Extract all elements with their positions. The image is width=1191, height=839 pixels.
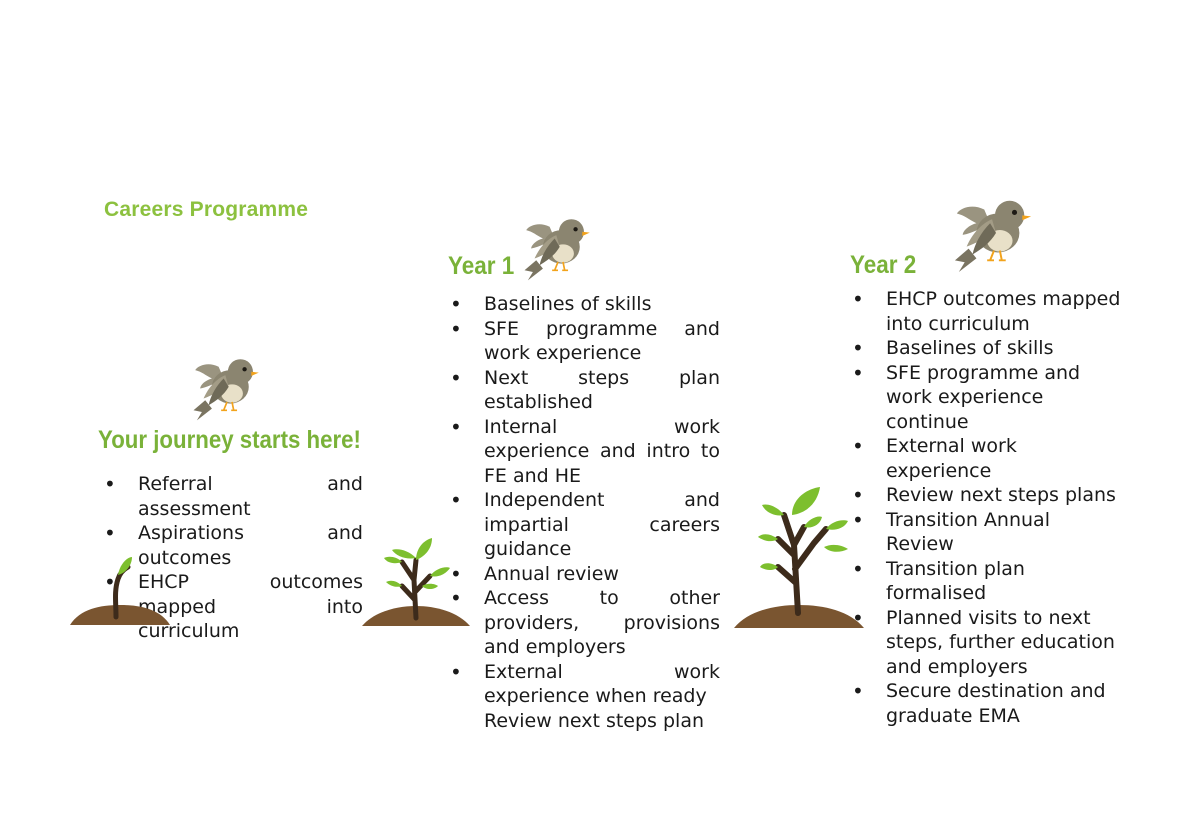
tree-icon [734, 485, 864, 630]
bird-icon [944, 190, 1044, 274]
list-item: EHCP outcomes mapped into curriculum [852, 287, 1122, 336]
year2-list: EHCP outcomes mapped into curriculum Bas… [852, 287, 1122, 728]
list-item: Aspirations and outcomes [104, 521, 363, 570]
list-item: SFE programme and work experience contin… [852, 361, 1122, 435]
list-item: Next steps plan established [450, 366, 720, 415]
page-title: Careers Programme [104, 198, 309, 221]
list-item: Independent and impartial careers guidan… [450, 488, 720, 562]
list-item: EHCP outcomes mapped into curriculum [104, 570, 363, 644]
list-item: Secure destination and graduate EMA [852, 679, 1122, 728]
year1-heading: Year 1 [448, 252, 515, 280]
list-item: Baselines of skills [450, 292, 720, 317]
list-item: SFE programme and work experience [450, 317, 720, 366]
list-item: Planned visits to next steps, further ed… [852, 606, 1122, 680]
sapling-icon [362, 520, 470, 628]
list-item: External work experience [852, 434, 1122, 483]
list-item: External work experience when ready [450, 660, 720, 709]
bird-icon [522, 210, 594, 282]
list-item: Baselines of skills [852, 336, 1122, 361]
list-item: Review next steps plans [852, 483, 1122, 508]
list-item: Access to other providers, provisions an… [450, 586, 720, 660]
list-item: Transition Annual Review [852, 508, 1122, 557]
list-item: Referral and assessment [104, 472, 363, 521]
intro-list: Referral and assessment Aspirations and … [104, 472, 363, 644]
year1-list: Baselines of skills SFE programme and wo… [450, 292, 720, 733]
sprout-icon [70, 555, 170, 627]
intro-heading: Your journey starts here! [98, 426, 361, 454]
bird-icon [191, 350, 263, 422]
list-item: Review next steps plan [484, 709, 705, 732]
year2-heading: Year 2 [850, 251, 917, 279]
list-item: Internal work experience and intro to FE… [450, 415, 720, 489]
list-item: Annual review [450, 562, 720, 587]
list-item: Transition plan formalised [852, 557, 1122, 606]
